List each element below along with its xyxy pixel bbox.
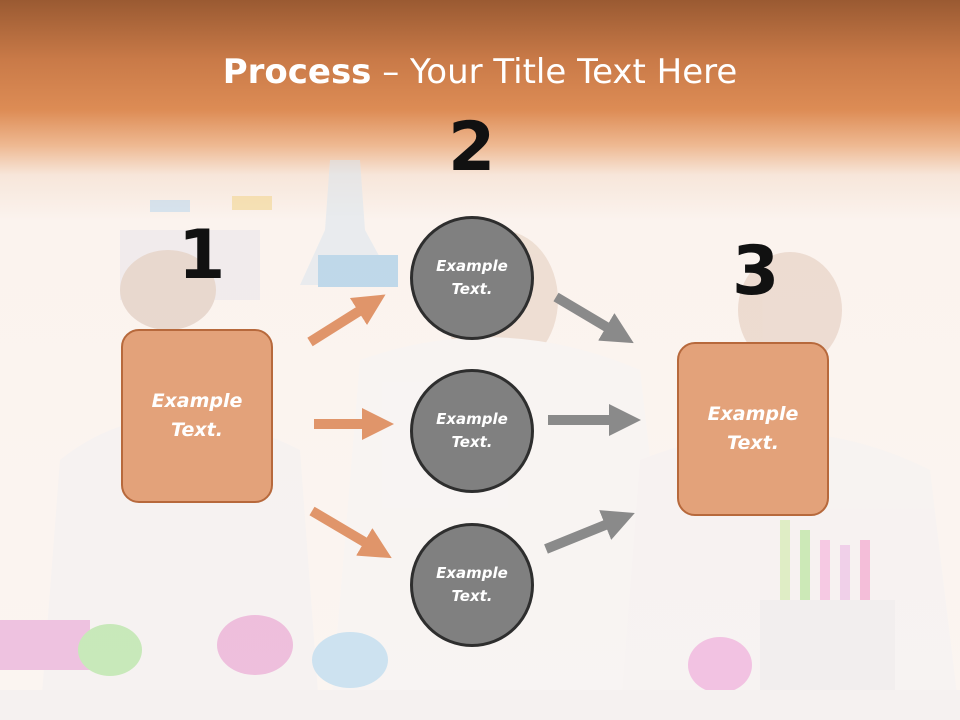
step-1-box: Example Text.	[121, 329, 273, 503]
step-1-box-line1: Example	[151, 390, 243, 412]
step-number-2: 2	[448, 108, 496, 187]
title-rest: – Your Title Text Here	[371, 52, 738, 92]
circle-top-line2: Text.	[451, 280, 493, 298]
circle-top-line1: Example	[436, 257, 508, 275]
title-bold: Process	[222, 52, 372, 92]
step-number-3: 3	[732, 232, 780, 311]
step-3-box-line1: Example	[707, 403, 799, 425]
step-2-circle-top: Example Text.	[410, 216, 534, 340]
circle-middle-line2: Text.	[451, 433, 493, 451]
step-number-1: 1	[178, 216, 226, 295]
slide-title: Process – Your Title Text Here	[0, 52, 960, 92]
step-3-box-line2: Text.	[727, 432, 779, 454]
step-1-box-line2: Text.	[171, 419, 223, 441]
step-2-circle-bottom: Example Text.	[410, 523, 534, 647]
circle-bottom-line1: Example	[436, 564, 508, 582]
circle-middle-line1: Example	[436, 410, 508, 428]
step-2-circle-middle: Example Text.	[410, 369, 534, 493]
circle-bottom-line2: Text.	[451, 587, 493, 605]
step-3-box: Example Text.	[677, 342, 829, 516]
